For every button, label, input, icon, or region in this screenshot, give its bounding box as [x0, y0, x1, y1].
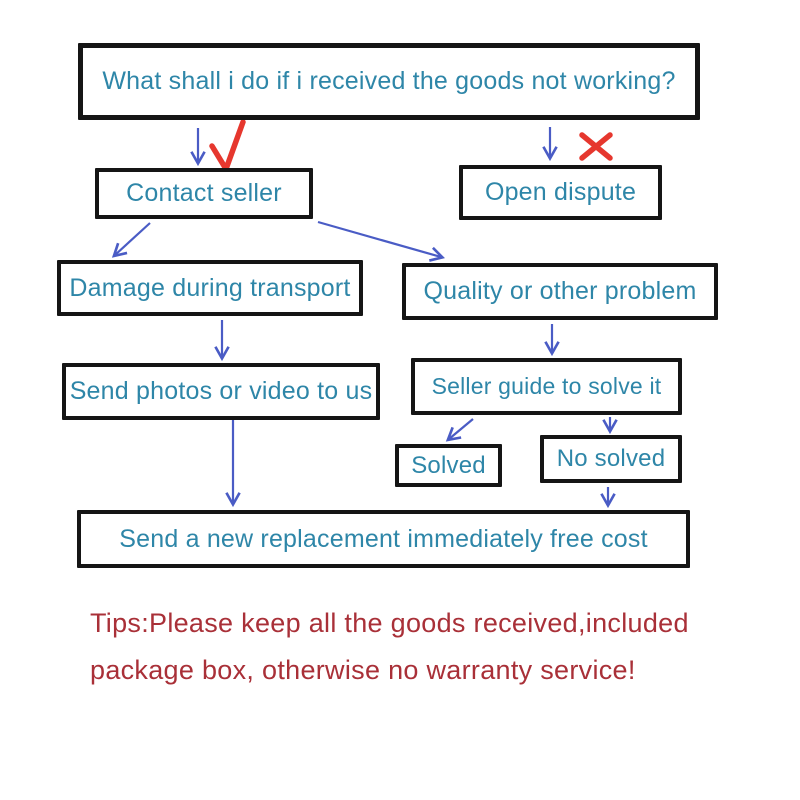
- question-box: What shall i do if i received the goods …: [78, 43, 700, 120]
- node-send-photos-or-video: Send photos or video to us: [62, 363, 380, 420]
- node-damage-during-transport: Damage during transport: [57, 260, 363, 316]
- node-open-dispute: Open dispute: [459, 165, 662, 220]
- arrow-seller-guide-to-solved: [445, 418, 474, 442]
- node-send-new-replacement: Send a new replacement immediately free …: [77, 510, 690, 568]
- cross-icon: [579, 132, 613, 161]
- node-quality-or-other-problem: Quality or other problem: [402, 263, 718, 320]
- node-seller-guide-to-solve: Seller guide to solve it: [411, 358, 682, 415]
- tips-line-1: Tips:Please keep all the goods received,…: [90, 608, 689, 638]
- node-solved: Solved: [395, 444, 502, 487]
- node-no-solved: No solved: [540, 435, 682, 483]
- check-icon: [209, 119, 246, 176]
- arrow-contact-to-damage: [111, 222, 151, 258]
- arrow-contact-to-quality: [317, 220, 446, 262]
- tips-line-2: package box, otherwise no warranty servi…: [90, 655, 636, 685]
- node-contact-seller: Contact seller: [95, 168, 313, 219]
- tips-note: Tips:Please keep all the goods received,…: [90, 600, 689, 694]
